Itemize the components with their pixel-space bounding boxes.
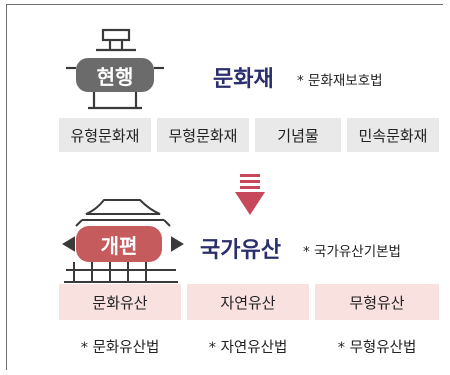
revised-law-note: * 국가유산기본법 bbox=[303, 244, 401, 260]
revised-badge: 개편 bbox=[76, 226, 162, 262]
current-category-4: 민속문화재 bbox=[347, 118, 439, 152]
current-badge: 현행 bbox=[76, 58, 154, 92]
revised-law-3: * 무형유산법 bbox=[337, 340, 417, 356]
revised-law-2: * 자연유산법 bbox=[208, 340, 288, 356]
revised-category-1: 문화유산 bbox=[59, 284, 181, 320]
revised-law-1: * 문화유산법 bbox=[80, 340, 160, 356]
korean-gate-icon bbox=[62, 199, 184, 283]
revised-title: 국가유산 bbox=[200, 238, 281, 263]
current-category-3: 기념물 bbox=[255, 118, 341, 152]
current-category-1: 유형문화재 bbox=[59, 118, 151, 152]
current-title: 문화재 bbox=[213, 67, 274, 92]
revised-category-2: 자연유산 bbox=[187, 284, 309, 320]
current-law-note: * 문화재보호법 bbox=[297, 73, 383, 89]
revised-category-3: 무형유산 bbox=[315, 284, 439, 320]
down-arrow-icon bbox=[235, 174, 265, 215]
current-category-2: 무형문화재 bbox=[157, 118, 249, 152]
stone-lantern-icon bbox=[66, 28, 164, 110]
diagram-frame bbox=[6, 4, 443, 370]
